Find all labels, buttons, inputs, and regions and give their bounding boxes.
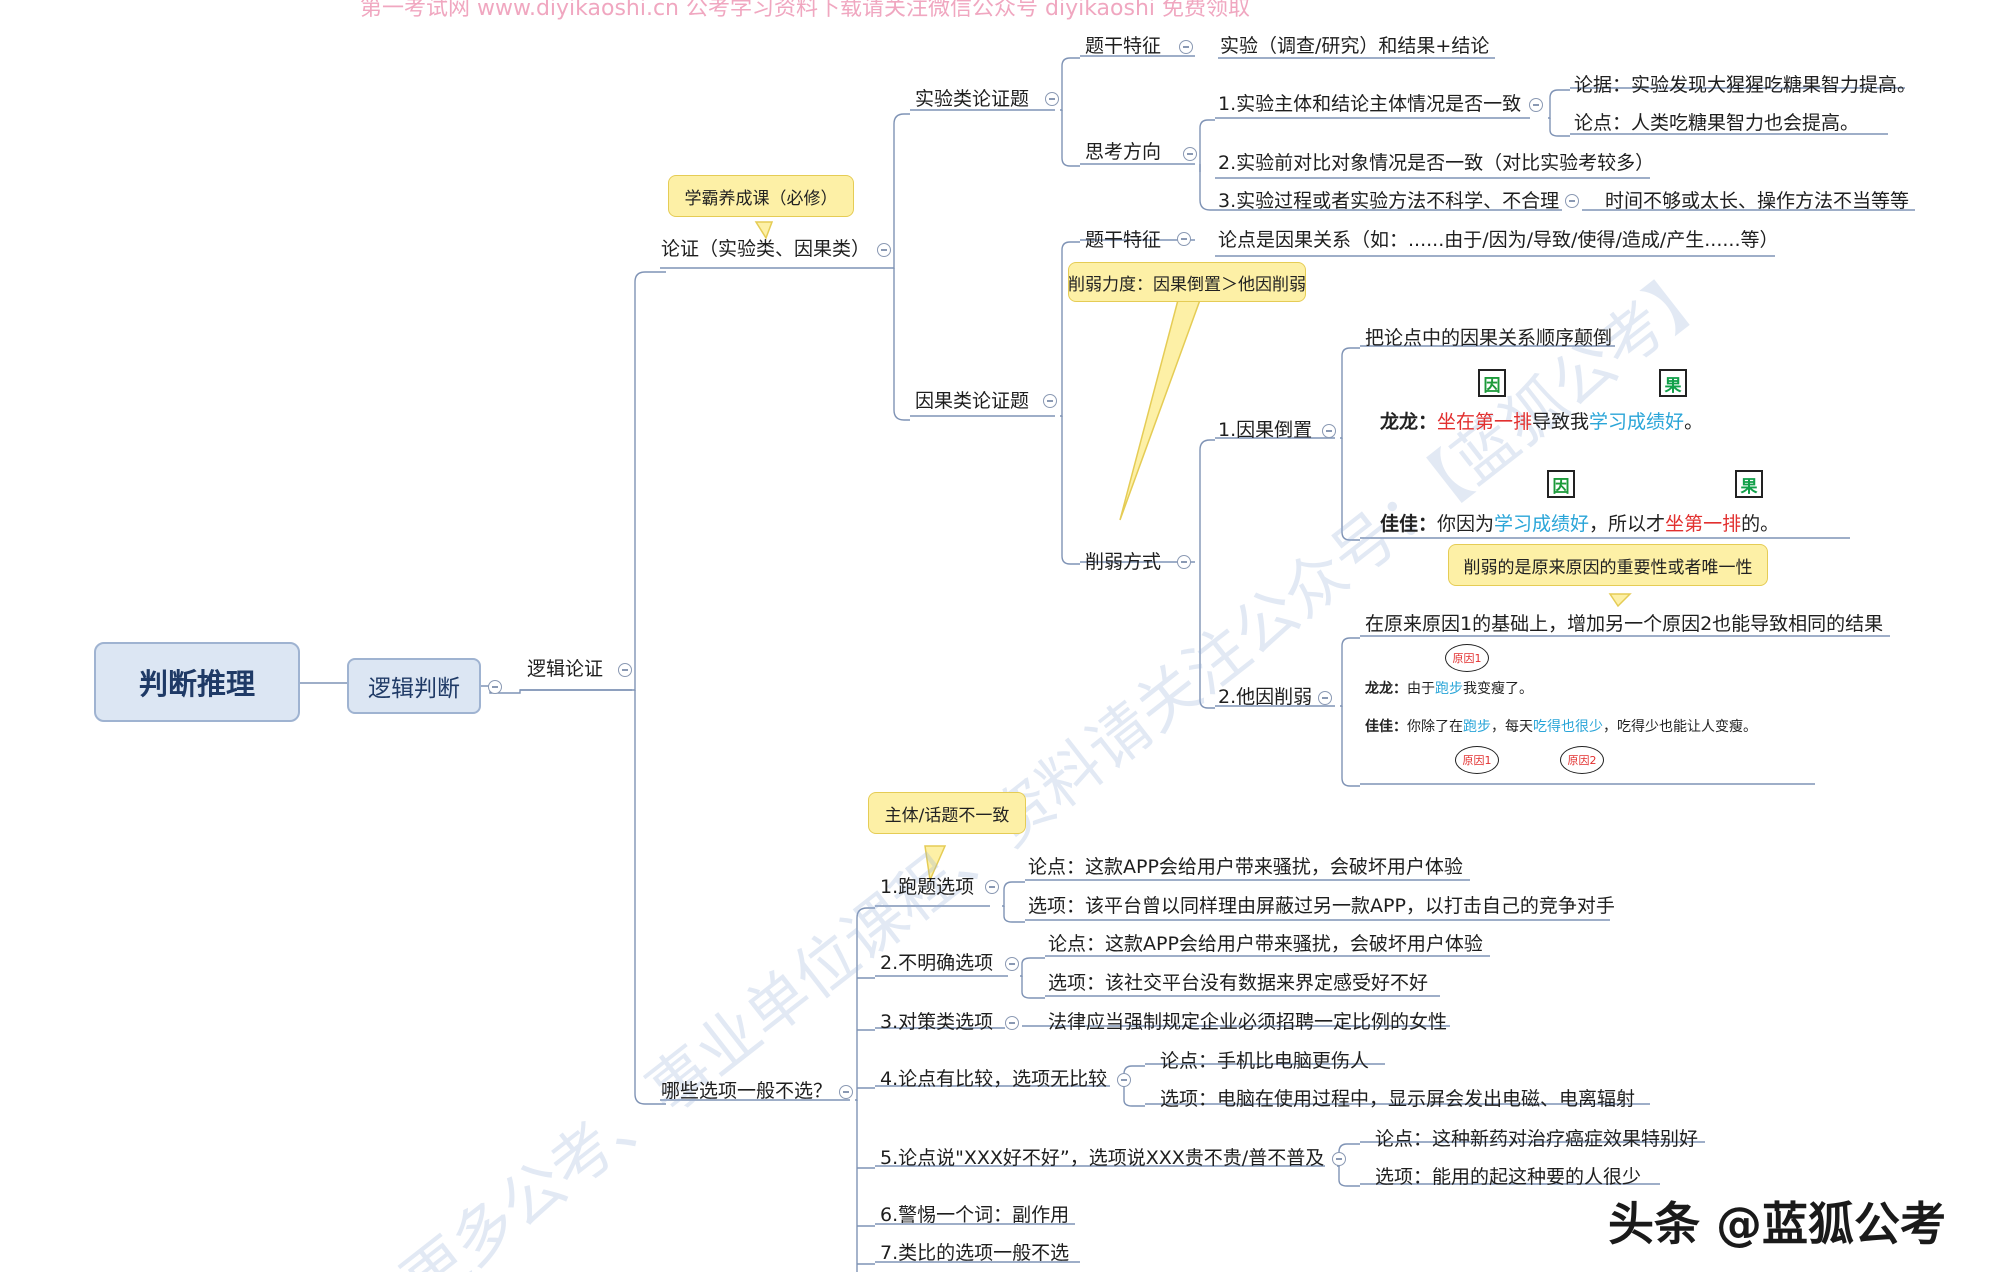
brand-watermark: 头条 @蓝狐公考 (1608, 1197, 1947, 1251)
option-2[interactable]: 2.不明确选项 (880, 952, 994, 974)
effect-tag: 果 (1735, 470, 1763, 498)
collapse-icon[interactable] (985, 880, 999, 894)
effect-tag: 果 (1659, 369, 1687, 397)
callout-topic-mismatch: 主体/话题不一致 (868, 792, 1026, 834)
weaken-method-node[interactable]: 削弱方式 (1085, 551, 1162, 573)
collapse-icon[interactable] (1045, 92, 1059, 106)
collapse-icon[interactable] (1177, 555, 1191, 569)
collapse-icon[interactable] (1043, 394, 1057, 408)
experiment-node[interactable]: 实验类论证题 (915, 88, 1030, 110)
exp-item-3[interactable]: 3.实验过程或者实验方法不科学、不合理 (1218, 190, 1560, 212)
top-banner: 第一考试网 www.diyikaoshi.cn 公考学习资料下载请关注微信公众号… (360, 0, 1251, 21)
exp-item-1[interactable]: 1.实验主体和结论主体情况是否一致 (1218, 93, 1522, 115)
exp-item-2: 2.实验前对比对象情况是否一致（对比实验考较多） (1218, 152, 1655, 174)
collapse-icon[interactable] (839, 1085, 853, 1099)
collapse-icon[interactable] (1529, 98, 1543, 112)
collapse-icon[interactable] (1179, 40, 1193, 54)
option-5-claim: 论点：这种新药对治疗癌症效果特别好 (1375, 1128, 1699, 1150)
collapse-icon[interactable] (877, 243, 891, 257)
callout-must-take: 学霸养成课（必修） (668, 175, 854, 217)
root-node[interactable]: 判断推理 (94, 642, 300, 722)
option-3[interactable]: 3.对策类选项 (880, 1011, 994, 1033)
option-2-claim: 论点：这款APP会给用户带来骚扰，会破坏用户体验 (1048, 933, 1483, 955)
logic-argument-node[interactable]: 逻辑论证 (527, 658, 604, 680)
option-3-detail: 法律应当强制规定企业必须招聘一定比例的女性 (1048, 1011, 1448, 1033)
collapse-icon[interactable] (488, 680, 502, 694)
other-example-2: 佳佳：你除了在跑步，每天吃得也很少，吃得少也能让人变瘦。 (1365, 719, 1757, 735)
reverse-example-2: 佳佳：你因为学习成绩好，所以才坐第一排的。 (1380, 513, 1780, 535)
collapse-icon[interactable] (618, 663, 632, 677)
exp-stem-label[interactable]: 题干特征 (1085, 35, 1162, 57)
collapse-icon[interactable] (1565, 194, 1579, 208)
other-cause-node[interactable]: 2.他因削弱 (1218, 686, 1313, 708)
collapse-icon[interactable] (1183, 147, 1197, 161)
option-1-choice: 选项：该平台曾以同样理由屏蔽过另一款APP，以打击自己的竞争对手 (1028, 895, 1615, 917)
reverse-desc: 把论点中的因果关系顺序颠倒 (1365, 327, 1613, 349)
option-6: 6.警惕一个词：副作用 (880, 1204, 1070, 1226)
collapse-icon[interactable] (1177, 232, 1191, 246)
reverse-example-1: 龙龙：坐在第一排导致我学习成绩好。 (1380, 411, 1704, 433)
callout-other-cause: 削弱的是原来原因的重要性或者唯一性 (1448, 544, 1768, 586)
cause-tag: 因 (1547, 470, 1575, 498)
argument-node[interactable]: 论证（实验类、因果类） (661, 238, 871, 260)
collapse-icon[interactable] (1332, 1152, 1346, 1166)
exp-stem-value: 实验（调查/研究）和结果+结论 (1220, 35, 1490, 57)
exp-think-label[interactable]: 思考方向 (1085, 141, 1162, 163)
exp-item-1-evidence: 论据：实验发现大猩猩吃糖果智力提高。 (1574, 74, 1917, 96)
collapse-icon[interactable] (1005, 1016, 1019, 1030)
option-7: 7.类比的选项一般不选 (880, 1242, 1070, 1264)
option-5[interactable]: 5.论点说"XXX好不好”，选项说XXX贵不贵/普不普及 (880, 1147, 1325, 1169)
option-1-claim: 论点：这款APP会给用户带来骚扰，会破坏用户体验 (1028, 856, 1463, 878)
cause-1-oval: 原因1 (1445, 644, 1489, 672)
option-4-claim: 论点：手机比电脑更伤人 (1160, 1050, 1370, 1072)
logic-judgment-node[interactable]: 逻辑判断 (347, 658, 481, 714)
collapse-icon[interactable] (1322, 424, 1336, 438)
other-example-1: 龙龙：由于跑步我变瘦了。 (1365, 681, 1533, 697)
cause-1-oval: 原因1 (1455, 746, 1499, 774)
causal-stem-label[interactable]: 题干特征 (1085, 229, 1162, 251)
options-node[interactable]: 哪些选项一般不选？ (661, 1080, 833, 1102)
option-4[interactable]: 4.论点有比较，选项无比较 (880, 1068, 1108, 1090)
cause-tag: 因 (1478, 369, 1506, 397)
exp-item-1-claim: 论点：人类吃糖果智力也会提高。 (1574, 112, 1860, 134)
collapse-icon[interactable] (1318, 691, 1332, 705)
collapse-icon[interactable] (1005, 957, 1019, 971)
causal-node[interactable]: 因果类论证题 (915, 390, 1030, 412)
cause-2-oval: 原因2 (1560, 746, 1604, 774)
collapse-icon[interactable] (1117, 1073, 1131, 1087)
reverse-causation-node[interactable]: 1.因果倒置 (1218, 419, 1313, 441)
causal-stem-value: 论点是因果关系（如：......由于/因为/导致/使得/造成/产生......等… (1218, 229, 1779, 251)
callout-weaken-strength: 削弱力度：因果倒置＞他因削弱 (1068, 262, 1306, 302)
option-4-choice: 选项：电脑在使用过程中，显示屏会发出电磁、电离辐射 (1160, 1088, 1636, 1110)
option-1[interactable]: 1.跑题选项 (880, 876, 975, 898)
option-2-choice: 选项：该社交平台没有数据来界定感受好不好 (1048, 972, 1429, 994)
option-5-choice: 选项：能用的起这种要的人很少 (1375, 1166, 1642, 1188)
other-cause-desc: 在原来原因1的基础上，增加另一个原因2也能导致相同的结果 (1365, 613, 1884, 635)
exp-item-3-detail: 时间不够或太长、操作方法不当等等 (1605, 190, 1910, 212)
